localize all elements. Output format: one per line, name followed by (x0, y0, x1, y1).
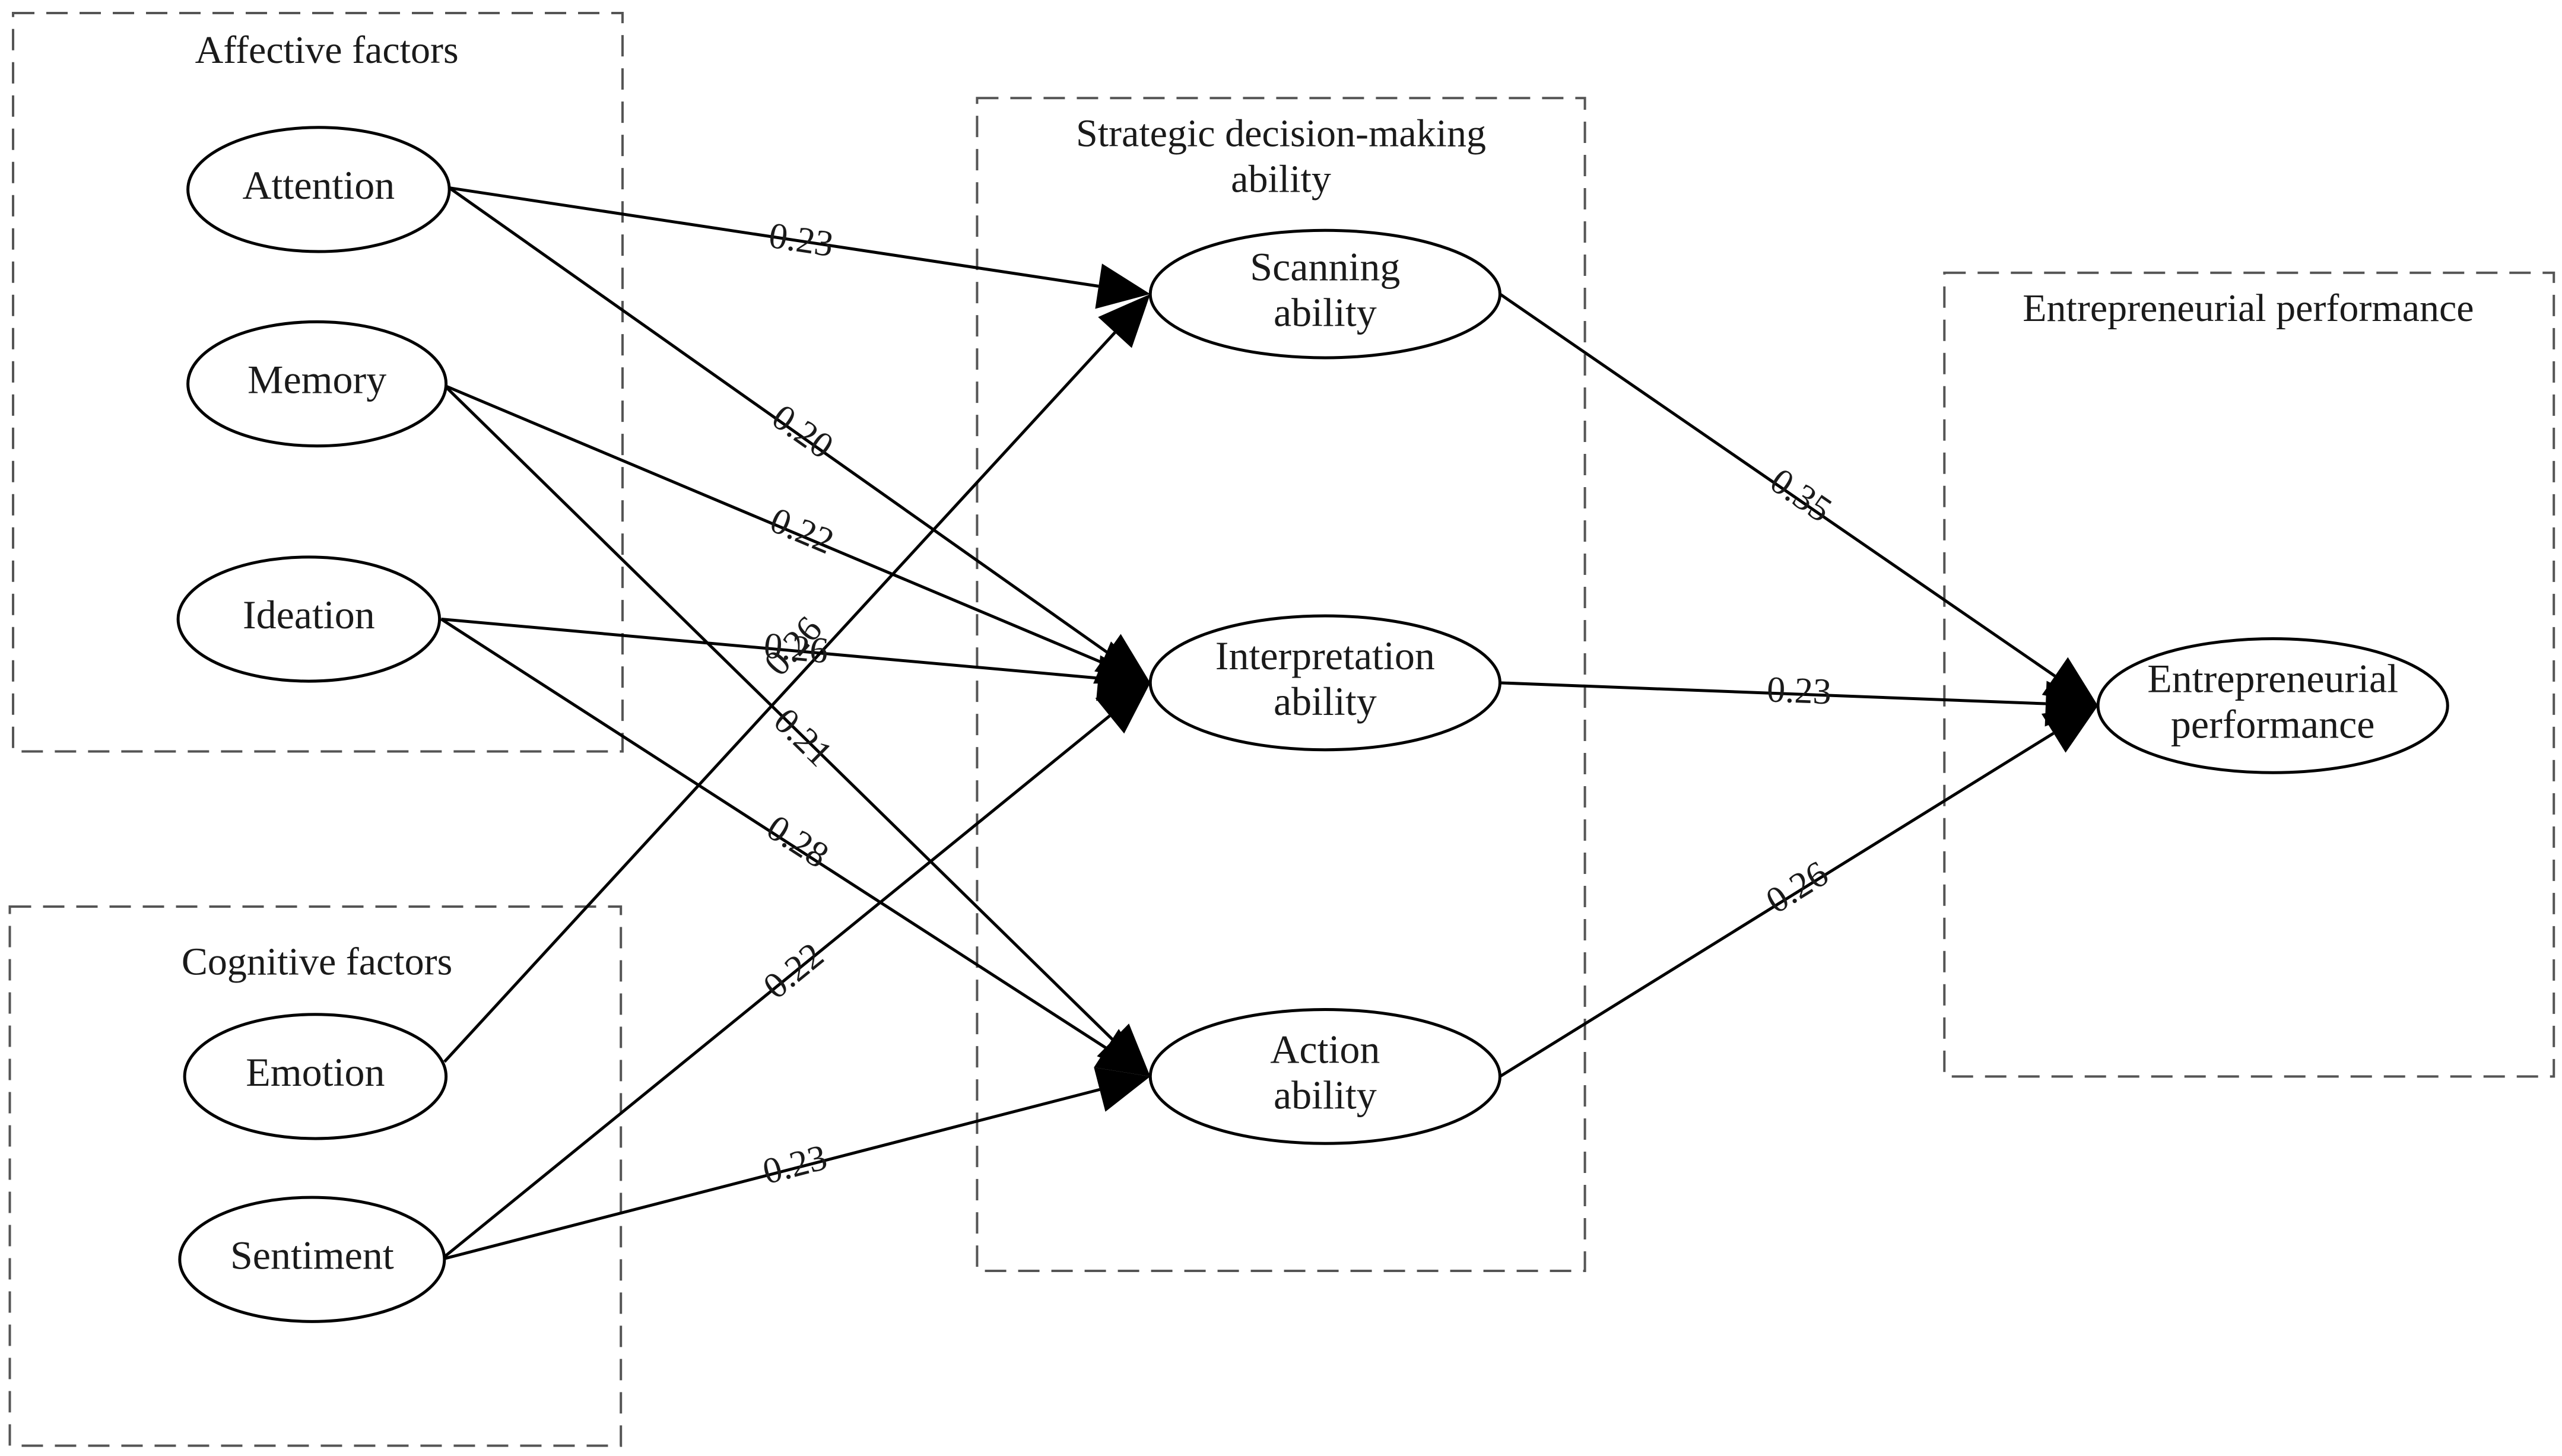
edge-attention-to-interpretation (448, 186, 1109, 654)
node-memory: Memory (186, 320, 448, 448)
node-label-emotion: Emotion (246, 1050, 385, 1095)
coefficient-label-ideation-to-interpretation: 0.26 (762, 625, 830, 671)
arrowhead-icon (1095, 682, 1151, 734)
arrowhead-icon (1098, 294, 1151, 348)
node-label-sentiment: Sentiment (230, 1232, 394, 1277)
node-ellipse-ideation (176, 555, 442, 683)
edge-sentiment-to-action (440, 1088, 1100, 1261)
edge-attention-to-scanning (449, 186, 1099, 288)
group-label-strategic-line-1: Strategic decision-making (1076, 112, 1486, 155)
node-ideation: Ideation (176, 555, 442, 683)
arrowhead-icon (2041, 705, 2099, 753)
node-label-scanning-line-1: Scanning (1250, 244, 1400, 290)
group-label-strategic-line-2: ability (1231, 157, 1331, 201)
edge-action-to-entrepreneurial (1499, 732, 2055, 1078)
node-ellipse-sentiment (178, 1196, 446, 1323)
group-label-performance: Entrepreneurial performance (2023, 287, 2474, 330)
group-label-cognitive: Cognitive factors (182, 940, 452, 983)
group-label-affective: Affective factors (195, 28, 459, 72)
coefficient-label-emotion-to-scanning: 0.26 (757, 609, 830, 684)
node-label-interpretation-line-1: Interpretation (1215, 633, 1435, 678)
node-label-interpretation-line-2: ability (1274, 679, 1377, 724)
arrowhead-icon (1095, 263, 1151, 309)
edge-scanning-to-entrepreneurial (1499, 293, 2056, 678)
node-label-attention: Attention (242, 163, 395, 208)
node-label-ideation: Ideation (243, 592, 375, 637)
group-box-strategic (976, 97, 1586, 1272)
coefficient-label-sentiment-to-action: 0.23 (758, 1137, 831, 1192)
node-ellipse-memory (186, 320, 448, 448)
arrowhead-icon (1094, 1067, 1151, 1112)
node-label-scanning-line-2: ability (1274, 290, 1377, 335)
coefficient-label-memory-to-interpretation: 0.22 (764, 500, 839, 562)
node-sentiment: Sentiment (178, 1196, 446, 1323)
node-ellipse-scanning (1148, 228, 1501, 360)
node-ellipse-attention (186, 126, 451, 253)
node-label-action-line-2: ability (1274, 1073, 1377, 1118)
node-emotion: Emotion (183, 1013, 448, 1140)
coefficient-label-attention-to-scanning: 0.23 (766, 215, 836, 265)
edge-emotion-to-scanning (443, 331, 1116, 1063)
coefficient-label-action-to-entrepreneurial: 0.26 (1759, 853, 1835, 921)
edge-sentiment-to-interpretation (440, 714, 1111, 1261)
coefficient-label-interpretation-to-entrepreneurial: 0.23 (1766, 669, 1832, 712)
group-box-affective (12, 12, 624, 753)
edge-interpretation-to-entrepreneurial (1500, 681, 2046, 705)
node-label-entrepreneurial-line-1: Entrepreneurial (2147, 656, 2398, 701)
edge-ideation-to-action (440, 618, 1107, 1050)
node-ellipse-action (1148, 1007, 1501, 1145)
arrowhead-icon (1096, 655, 1151, 701)
node-ellipse-emotion (183, 1013, 448, 1140)
group-box-cognitive (8, 905, 623, 1447)
group-box-performance (1943, 271, 2555, 1078)
node-label-action-line-1: Action (1270, 1026, 1380, 1072)
edge-memory-to-interpretation (443, 384, 1103, 664)
node-attention: Attention (186, 126, 451, 253)
edge-memory-to-action (443, 384, 1115, 1041)
node-ellipse-entrepreneurial (2096, 637, 2449, 774)
arrowhead-icon (1094, 1029, 1151, 1077)
path-edges (440, 186, 2099, 1261)
edge-ideation-to-interpretation (441, 617, 1099, 680)
node-label-entrepreneurial-line-2: performance (2171, 702, 2375, 747)
node-label-memory: Memory (247, 357, 386, 402)
node-ellipse-interpretation (1148, 614, 1501, 752)
